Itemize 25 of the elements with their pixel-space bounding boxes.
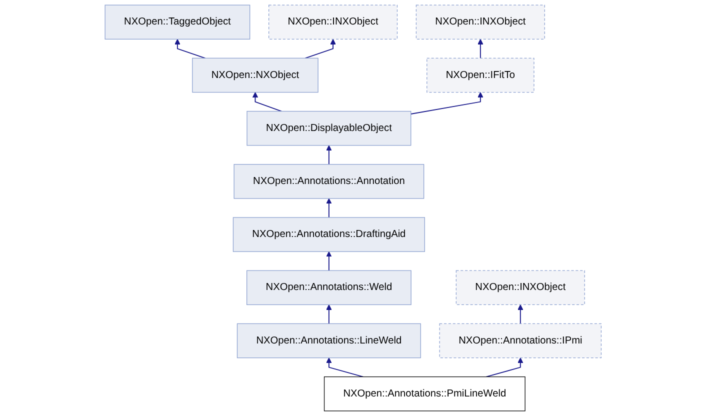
arrow [326,304,332,324]
node-box: NXOpen::IFitTo [426,58,535,93]
arrow [252,92,282,112]
arrow [410,92,484,114]
node-box: NXOpen::Annotations::IPmi [440,323,602,358]
arrow [326,145,332,165]
arrow [326,251,332,272]
node-box: NXOpen::INXObject [268,4,398,40]
arrow [478,38,484,59]
node-box: NXOpen::Annotations::Annotation [234,164,424,199]
arrow [175,38,206,59]
arrow [486,358,524,378]
arrow [305,38,336,59]
node-box: NXOpen::INXObject [456,270,586,306]
node-box: NXOpen::Annotations::Weld [246,270,412,306]
node-box: NXOpen::INXObject [416,4,546,40]
node-box: NXOpen::NXObject [192,58,319,93]
node-box: NXOpen::Annotations::DraftingAid [233,217,426,252]
node-box: NXOpen::Annotations::LineWeld [237,323,422,358]
arrow [326,198,332,218]
arrow [326,358,364,378]
node-box: NXOpen::TaggedObject [105,4,250,40]
arrow [518,304,524,324]
node-box: NXOpen::DisplayableObject [247,110,412,146]
node-box: NXOpen::Annotations::PmiLineWeld [324,376,526,412]
